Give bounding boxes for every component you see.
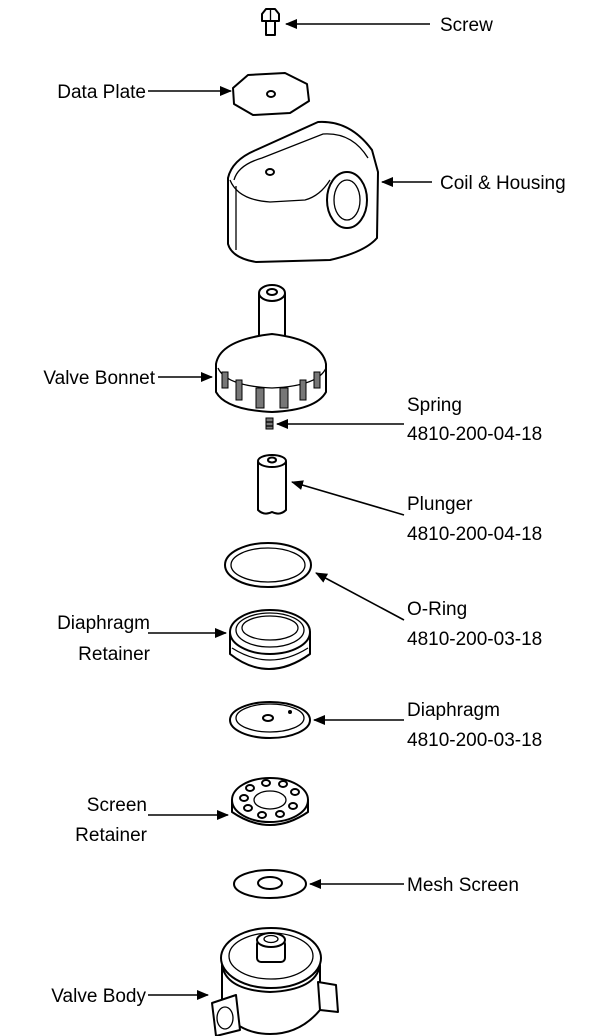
label-valve-body: Valve Body <box>51 986 146 1007</box>
diaphragm-retainer-part <box>229 609 311 670</box>
leader-lines <box>148 19 432 1000</box>
label-valve-bonnet: Valve Bonnet <box>43 368 155 389</box>
label-coil-housing: Coil & Housing <box>440 173 566 194</box>
label-screw: Screw <box>440 15 493 36</box>
label-screen-retainer-line1: Screen <box>87 795 147 816</box>
label-diaphragm-part: 4810-200-03-18 <box>407 730 542 751</box>
arrow-o-ring <box>315 572 405 621</box>
label-data-plate: Data Plate <box>57 82 146 103</box>
spring-part <box>265 417 274 430</box>
label-diaphragm-name: Diaphragm <box>407 700 500 721</box>
valve-bonnet-part <box>215 284 327 413</box>
label-spring-part: 4810-200-04-18 <box>407 424 542 445</box>
label-mesh-screen: Mesh Screen <box>407 875 519 896</box>
label-o-ring-name: O-Ring <box>407 599 467 620</box>
o-ring-part <box>224 542 312 588</box>
plunger-part <box>257 454 287 515</box>
valve-body-part <box>211 927 339 1036</box>
data-plate-part <box>232 72 310 116</box>
label-plunger-part: 4810-200-04-18 <box>407 524 542 545</box>
label-diaphragm-retainer-line2: Retainer <box>78 644 150 665</box>
label-screen-retainer-line2: Retainer <box>75 825 147 846</box>
diaphragm-part <box>229 701 311 739</box>
screw-part <box>261 8 280 36</box>
label-spring-name: Spring <box>407 395 462 416</box>
mesh-screen-part <box>233 869 307 899</box>
callout-labels: Screw Data Plate Coil & Housing Valve Bo… <box>43 15 565 1007</box>
label-plunger-name: Plunger <box>407 494 473 515</box>
coil-housing-part <box>227 120 379 263</box>
label-o-ring-part: 4810-200-03-18 <box>407 629 542 650</box>
label-diaphragm-retainer-line1: Diaphragm <box>57 613 150 634</box>
arrow-plunger <box>291 480 405 516</box>
screen-retainer-part <box>231 777 309 826</box>
